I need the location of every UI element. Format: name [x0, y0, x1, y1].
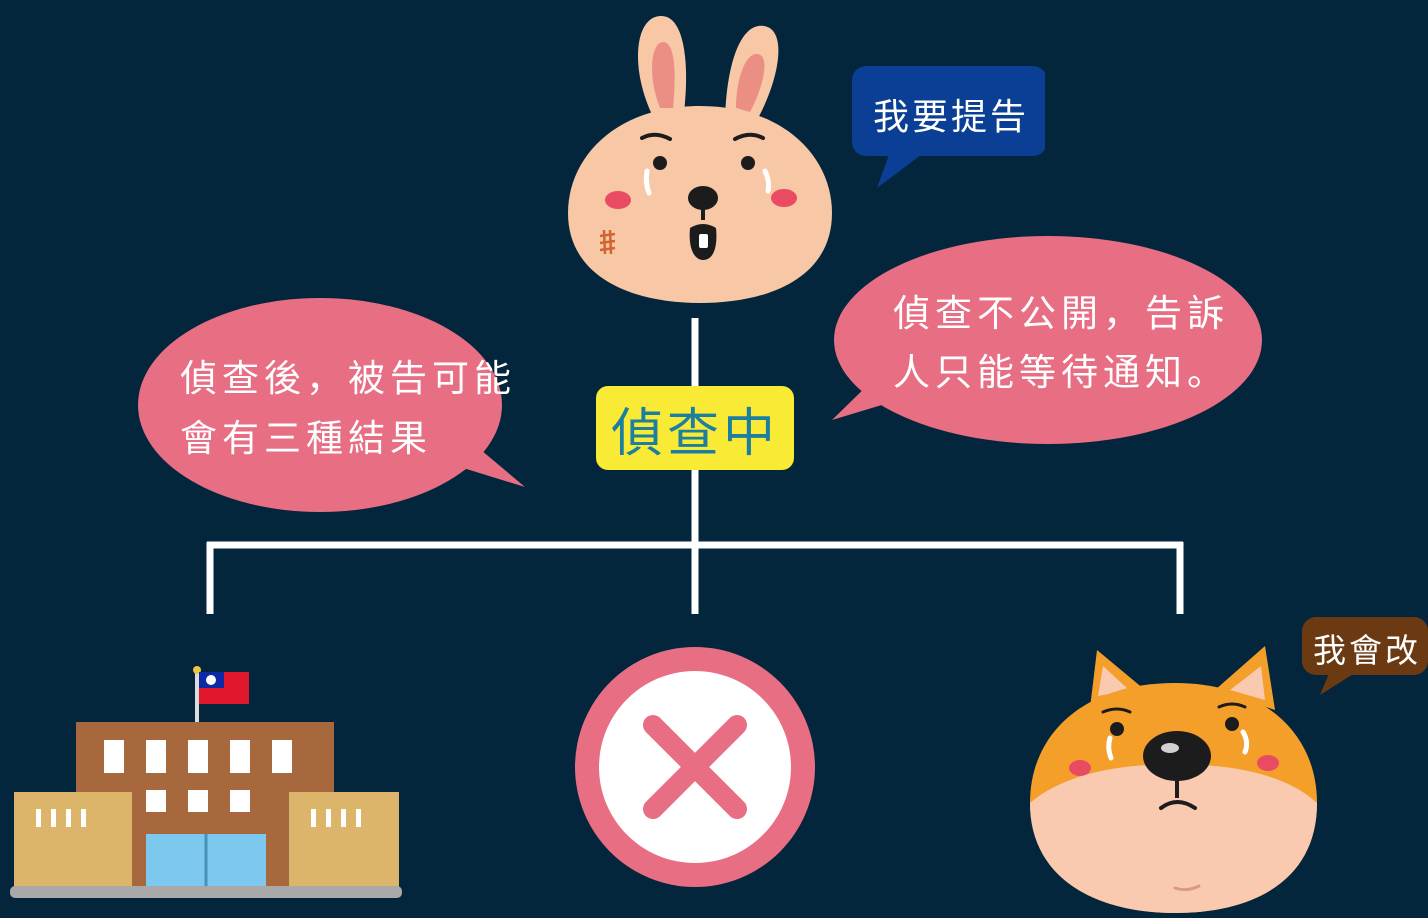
left-speech-line-1: 偵查後，被告可能 [180, 357, 516, 400]
dog-speech-bubble [1302, 617, 1428, 695]
dog-speech-text: 我會改 [1313, 631, 1421, 670]
left-speech-line-2: 會有三種結果 [180, 417, 432, 460]
right-speech-line-2: 人只能等待通知。 [893, 351, 1229, 394]
government-building-icon [10, 666, 402, 898]
crying-shiba-dog-icon [1030, 646, 1317, 913]
right-speech-line-1: 偵查不公開，告訴 [893, 292, 1229, 335]
left-speech-bubble [138, 298, 525, 512]
right-speech-bubble [832, 236, 1262, 444]
rabbit-speech-bubble [852, 66, 1045, 188]
center-node-label: 偵查中 [596, 386, 794, 470]
x-mark-icon [575, 647, 815, 887]
crying-rabbit-icon [568, 15, 832, 303]
rabbit-speech-text: 我要提告 [873, 97, 1030, 138]
